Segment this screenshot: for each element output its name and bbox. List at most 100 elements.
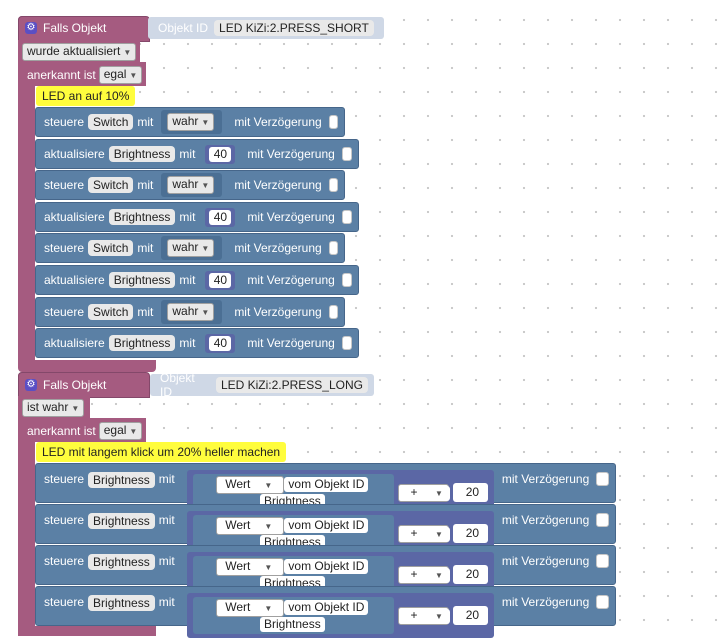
number-value[interactable]: 40 <box>209 272 232 288</box>
checkbox-icon[interactable] <box>596 513 609 527</box>
checkbox-icon[interactable] <box>341 336 352 350</box>
statement-target[interactable]: Brightness <box>108 209 176 225</box>
bool-dropdown[interactable]: wahr▼ <box>167 176 215 194</box>
number-value[interactable]: 20 <box>457 608 488 623</box>
checkbox-icon[interactable] <box>341 147 352 161</box>
comment-1[interactable]: LED an auf 10% <box>36 86 136 106</box>
trigger-dropdown-2[interactable]: ist wahr▼ <box>22 399 85 417</box>
objekt-id-value-2[interactable]: LED KiZi:2.PRESS_LONG <box>215 377 368 393</box>
statement-target[interactable]: Switch <box>88 304 134 320</box>
checkbox-icon[interactable] <box>596 595 609 609</box>
checkbox-icon[interactable] <box>328 115 338 129</box>
number-value-block[interactable]: 40 <box>205 333 236 353</box>
statement-verb: aktualisiere <box>44 273 105 287</box>
number-value[interactable]: 20 <box>457 485 488 500</box>
objekt-id-block-2[interactable]: Objekt ID LED KiZi:2.PRESS_LONG <box>150 371 374 399</box>
bool-dropdown[interactable]: wahr▼ <box>167 239 215 257</box>
statement-mit: mit <box>158 472 175 486</box>
number-value-block[interactable]: 40 <box>205 144 236 164</box>
number-value-block[interactable]: 20 <box>453 524 488 543</box>
operator-dropdown[interactable]: +▼ <box>397 565 450 584</box>
operator-dropdown[interactable]: +▼ <box>397 524 450 543</box>
number-value[interactable]: 40 <box>209 146 232 162</box>
bool-value-block[interactable]: wahr▼ <box>161 236 223 260</box>
comment-2[interactable]: LED mit langem klick um 20% heller mache… <box>36 442 287 462</box>
checkbox-icon[interactable] <box>328 178 338 192</box>
wert-dropdown[interactable]: Wert▼ <box>216 517 285 535</box>
bool-value-block[interactable]: wahr▼ <box>161 300 223 324</box>
number-value-block[interactable]: 20 <box>453 606 488 625</box>
operator-dropdown[interactable]: +▼ <box>397 483 450 502</box>
get-value-block[interactable]: Wert▼vom Objekt IDBrightness <box>192 597 394 634</box>
number-value[interactable]: 20 <box>457 567 488 582</box>
number-value[interactable]: 20 <box>457 526 488 541</box>
number-value[interactable]: 40 <box>209 209 232 225</box>
gear-icon[interactable]: ⚙ <box>25 22 37 34</box>
wert-dropdown[interactable]: Wert▼ <box>216 476 285 494</box>
anerkannt-dropdown-2[interactable]: egal▼ <box>98 422 143 440</box>
trigger-dropdown-2-label: ist wahr <box>27 400 69 414</box>
checkbox-icon[interactable] <box>328 305 338 319</box>
trigger-dropdown-1[interactable]: wurde aktualisiert▼ <box>22 43 137 61</box>
statement-target[interactable]: Brightness <box>108 272 176 288</box>
delay-label: mit Verzögerung <box>501 513 590 527</box>
checkbox-icon[interactable] <box>596 554 609 568</box>
checkbox-icon[interactable] <box>341 210 352 224</box>
checkbox-icon[interactable] <box>596 472 609 486</box>
objekt-id-block-1[interactable]: Objekt ID LED KiZi:2.PRESS_SHORT <box>148 17 384 39</box>
statement-mit: mit <box>158 595 175 609</box>
math-expression-block[interactable]: Wert▼vom Objekt IDBrightness+▼ 20 <box>186 593 494 638</box>
statement-target[interactable]: Brightness <box>88 554 155 570</box>
number-value-block[interactable]: 40 <box>205 270 236 290</box>
bool-value-block[interactable]: wahr▼ <box>161 173 223 197</box>
number-value[interactable]: 40 <box>209 335 232 351</box>
anerkannt-dropdown-1[interactable]: egal▼ <box>98 66 143 84</box>
statement-target[interactable]: Brightness <box>88 472 155 488</box>
chevron-down-icon: ▼ <box>71 404 80 413</box>
number-value-block[interactable]: 40 <box>205 207 236 227</box>
objekt-id-label-1: Objekt ID <box>158 21 209 35</box>
anerkannt-row-1: anerkannt ist egal▼ <box>27 66 143 84</box>
objekt-id-value-1[interactable]: LED KiZi:2.PRESS_SHORT <box>214 20 374 36</box>
statement-target[interactable]: Switch <box>88 177 134 193</box>
bool-dropdown-label: wahr <box>172 304 199 318</box>
statement-target[interactable]: Switch <box>88 114 134 130</box>
bool-dropdown[interactable]: wahr▼ <box>167 303 215 321</box>
statement-target[interactable]: Brightness <box>88 595 155 611</box>
statement-target[interactable]: Brightness <box>88 513 155 529</box>
wert-dropdown[interactable]: Wert▼ <box>216 599 285 617</box>
bool-dropdown[interactable]: wahr▼ <box>167 113 215 131</box>
bool-value-block[interactable]: wahr▼ <box>161 110 223 134</box>
statement-verb: aktualisiere <box>44 147 105 161</box>
gear-icon[interactable]: ⚙ <box>25 379 37 391</box>
number-value-block[interactable]: 20 <box>453 565 488 584</box>
operator-dropdown[interactable]: +▼ <box>397 606 450 625</box>
statement-target[interactable]: Switch <box>88 240 134 256</box>
statement-target[interactable]: Brightness <box>108 335 176 351</box>
vom-objekt-value[interactable]: Brightness <box>260 617 325 632</box>
wert-dropdown[interactable]: Wert▼ <box>216 558 285 576</box>
checkbox-icon[interactable] <box>328 241 338 255</box>
number-value-block[interactable]: 20 <box>453 483 488 502</box>
statement-verb: steuere <box>44 595 85 609</box>
chevron-down-icon: ▼ <box>427 526 450 542</box>
math-expression-block[interactable]: Wert▼vom Objekt IDBrightness+▼20 <box>186 552 494 597</box>
checkbox-icon[interactable] <box>341 273 352 287</box>
bool-dropdown-label: wahr <box>172 114 199 128</box>
statement-verb: steuere <box>44 241 85 255</box>
statement-target[interactable]: Brightness <box>108 146 176 162</box>
trigger-block-2-header[interactable] <box>18 372 150 398</box>
anerkannt-dropdown-1-label: egal <box>103 67 127 81</box>
